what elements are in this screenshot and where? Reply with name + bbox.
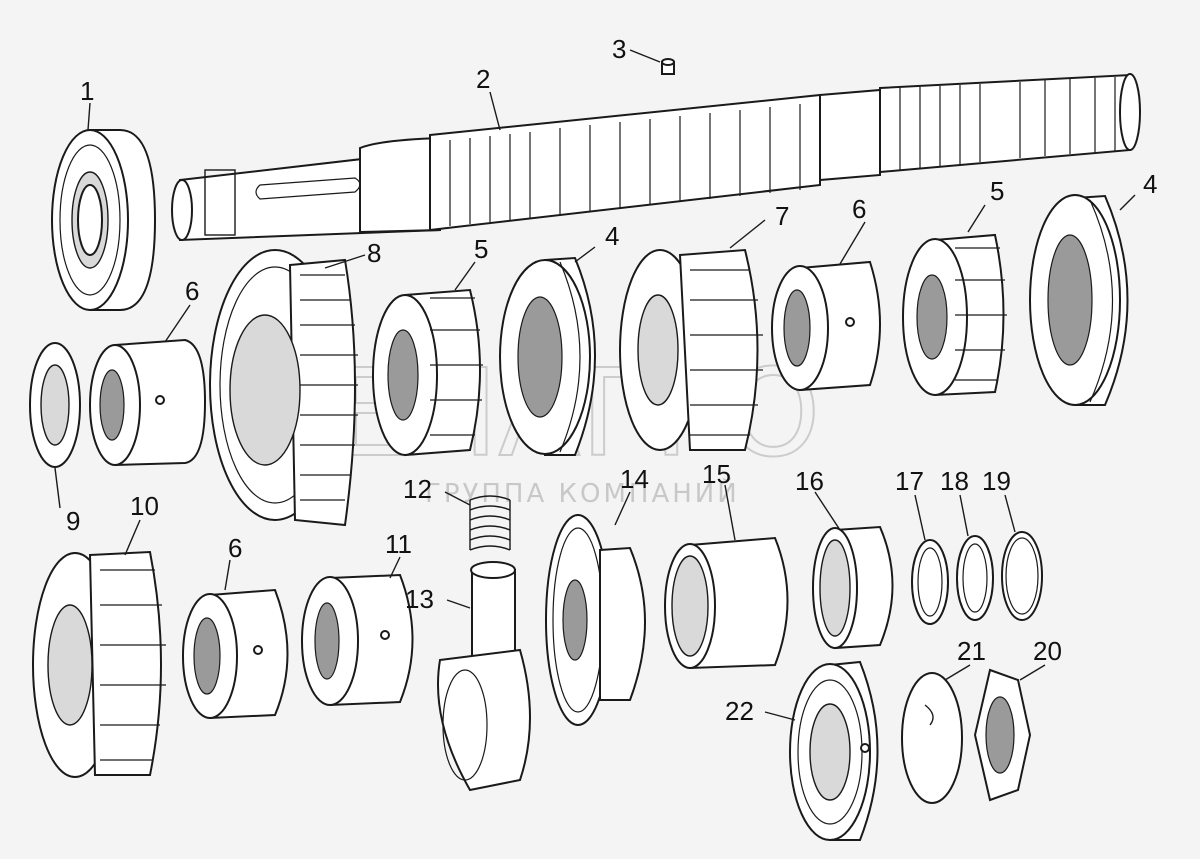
part-8-large-gear (209, 249, 358, 527)
part-10-gear (32, 550, 166, 778)
watermark-subtitle: ГРУППА КОМПАНИЙ (425, 477, 740, 509)
callout-21: 21 (957, 636, 986, 666)
part-6-sleeve-bottom (182, 588, 289, 720)
callout-6-left: 6 (185, 276, 199, 306)
callout-3: 3 (612, 34, 626, 64)
part-4-coupling-middle (499, 256, 596, 456)
part-5-hub-right (902, 233, 1007, 397)
part-22-bearing (789, 660, 879, 841)
callout-6-bottom: 6 (228, 533, 242, 563)
part-4-coupling-right (1029, 194, 1129, 406)
part-2-shaft (171, 73, 1141, 242)
part-6-sleeve-right (771, 260, 881, 392)
part-14-small-gear (545, 514, 646, 726)
part-1-bearing (51, 129, 157, 311)
part-15-cylinder (664, 536, 789, 670)
callout-11: 11 (385, 529, 412, 559)
part-21-washer (901, 672, 963, 804)
callout-17: 17 (895, 466, 924, 496)
callout-14: 14 (620, 464, 649, 494)
part-5-hub-middle (372, 288, 483, 457)
part-9-ring (29, 342, 81, 468)
callout-9: 9 (66, 506, 80, 536)
callout-16: 16 (795, 466, 824, 496)
leader-lines (54, 49, 1136, 721)
callout-2: 2 (476, 64, 490, 94)
callout-18: 18 (940, 466, 969, 496)
callout-4-right: 4 (1143, 169, 1157, 199)
part-19-ring (1001, 531, 1043, 621)
callout-7: 7 (775, 201, 789, 231)
part-20-nut (973, 668, 1032, 802)
part-6-sleeve-left (89, 338, 207, 467)
part-16-cylinder (812, 525, 894, 650)
part-17-ring (911, 539, 949, 625)
callout-labels: 1 2 3 4 4 5 5 6 6 6 7 8 9 10 11 12 13 14… (66, 34, 1157, 726)
callout-5-middle: 5 (474, 234, 488, 264)
part-12-spring (469, 495, 511, 551)
callout-6-right: 6 (852, 194, 866, 224)
part-13-fork (437, 561, 531, 792)
part-3-pin (661, 58, 675, 75)
callout-5-right: 5 (990, 176, 1004, 206)
callout-1: 1 (80, 76, 94, 106)
callout-12: 12 (403, 474, 432, 504)
callout-20: 20 (1033, 636, 1062, 666)
callout-10: 10 (130, 491, 159, 521)
part-11-bushing (301, 573, 414, 707)
part-18-ring (956, 535, 994, 621)
callout-15: 15 (702, 459, 731, 489)
callout-19: 19 (982, 466, 1011, 496)
callout-4-middle: 4 (605, 221, 619, 251)
callout-22: 22 (725, 696, 754, 726)
callout-13: 13 (405, 584, 434, 614)
part-7-gear (619, 248, 763, 451)
callout-8: 8 (367, 238, 381, 268)
